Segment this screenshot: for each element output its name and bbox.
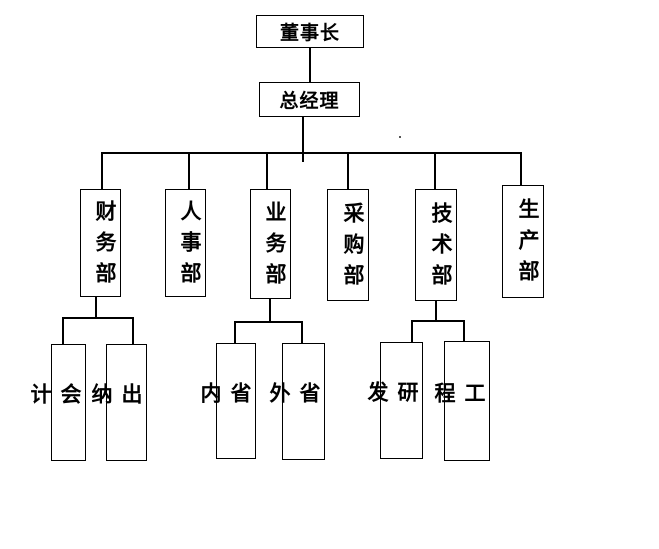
department-bus — [101, 152, 522, 154]
connector-finance — [101, 152, 103, 190]
sub-unit-accounting-box: 会计 — [28, 344, 86, 461]
connector-business-down — [269, 298, 271, 322]
department-finance-box: 财务部 — [80, 189, 121, 297]
connector-cashier — [132, 317, 134, 345]
technology-sub-bus — [411, 320, 465, 322]
connector-in-province — [234, 321, 236, 345]
stray-mark — [399, 136, 401, 138]
business-sub-bus — [234, 321, 303, 323]
department-technology-box: 技术部 — [415, 189, 457, 301]
sub-unit-out-province-box: 省外 — [267, 343, 325, 460]
connector-engineering — [463, 320, 465, 344]
connector-accounting — [62, 317, 64, 345]
connector-gm-bus — [302, 116, 304, 162]
connector-finance-down — [95, 296, 97, 318]
connector-technology — [434, 152, 436, 190]
sub-unit-in-province-box: 省内 — [198, 343, 256, 459]
connector-out-province — [301, 321, 303, 345]
sub-unit-engineering-box: 工程 — [432, 341, 490, 461]
connector-purchasing — [347, 152, 349, 190]
connector-production — [520, 152, 522, 186]
finance-sub-bus — [62, 317, 134, 319]
sub-unit-research-box: 研发 — [365, 342, 423, 459]
connector-business — [266, 152, 268, 190]
chairman-box: 董事长 — [256, 15, 364, 48]
connector-hr — [188, 152, 190, 190]
department-production-box: 生产部 — [502, 185, 544, 298]
connector-chairman-gm — [309, 46, 311, 84]
sub-unit-cashier-box: 出纳 — [89, 344, 147, 461]
connector-technology-down — [435, 300, 437, 321]
department-purchasing-box: 采购部 — [327, 189, 369, 301]
department-business-box: 业务部 — [250, 189, 291, 299]
general-manager-box: 总经理 — [259, 82, 360, 117]
connector-research — [411, 320, 413, 344]
department-hr-box: 人事部 — [165, 189, 206, 297]
